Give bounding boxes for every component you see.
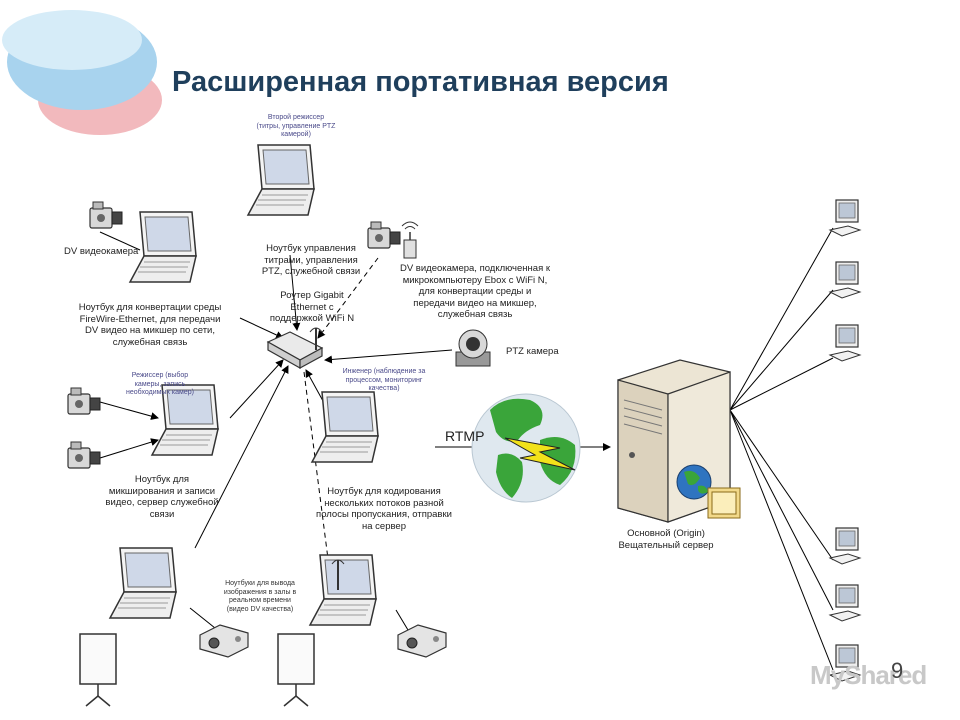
label-dv-camera-wifi: DV видеокамера, подключенная к микрокомп… [399, 263, 551, 320]
projector-2-icon [397, 624, 447, 658]
white-cutout [2, 10, 142, 70]
decor-blobs [2, 10, 162, 135]
ptz-camera-icon [455, 329, 491, 367]
projection-screen-1-icon [79, 633, 117, 707]
label-origin-server: Основной (Origin) Вещательный сервер [618, 528, 714, 551]
wifi-antenna-icon [331, 559, 345, 590]
label-director2: Второй режиссер (титры, управление PTZ к… [256, 114, 336, 138]
dv-camera-wifi-icon [367, 221, 419, 259]
label-laptop-encode: Ноутбук для кодирования нескольких поток… [316, 486, 452, 532]
label-dv-camera: DV видеокамера [64, 246, 139, 257]
page-number: 9 [891, 658, 904, 683]
laptop-encode [311, 391, 379, 463]
label-laptop-titles: Ноутбук управления титрами, управления P… [261, 243, 361, 277]
watermark: MyShared [810, 660, 927, 690]
label-engineer: Инженер (наблюдение за процессом, монито… [342, 368, 426, 392]
projection-screen-2-icon [277, 633, 315, 707]
dv-camera-icon [89, 201, 123, 229]
client-pc-5-icon [829, 584, 861, 622]
dv-camera-director-1-icon [67, 387, 101, 415]
client-pc-4-icon [829, 527, 861, 565]
label-laptop-mix: Ноутбук для микширования и записи видео,… [105, 474, 219, 520]
laptop-output-2 [309, 554, 377, 626]
laptop-director2 [247, 144, 315, 216]
label-router: Роутер Gigabit Ethernet с поддержкой WiF… [269, 290, 355, 324]
laptop-output-1 [109, 547, 177, 619]
label-director: Режиссер (выбор камеры, запись необходим… [126, 372, 194, 396]
router-icon [266, 327, 324, 370]
projector-1-icon [199, 624, 249, 658]
internet-globe-icon [471, 393, 581, 503]
label-rtmp: RTMP [445, 428, 485, 444]
client-pc-2-icon [829, 261, 861, 299]
client-pc-3-icon [829, 324, 861, 362]
label-laptop-convert: Ноутбук для конвертации среды FireWire-E… [78, 302, 222, 348]
label-ptz-camera: PTZ камера [506, 346, 559, 357]
client-pc-1-icon [829, 199, 861, 237]
origin-server-icon [617, 359, 741, 523]
dv-camera-director-2-icon [67, 441, 101, 469]
label-laptops-output: Ноутбуки для вывода изображения в залы в… [223, 580, 297, 613]
slide-title: Расширенная портативная версия [172, 66, 669, 98]
